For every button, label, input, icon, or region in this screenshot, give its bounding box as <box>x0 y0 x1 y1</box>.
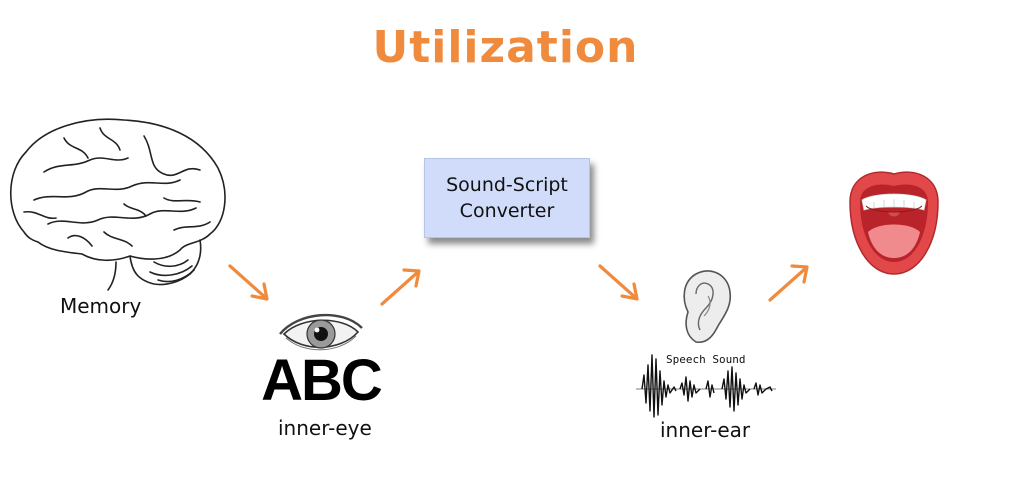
memory-label: Memory <box>60 294 142 318</box>
inner-ear-label: inner-ear <box>660 418 751 442</box>
speech-waveform-icon <box>636 354 776 418</box>
arrow-memory-to-eye <box>228 264 269 301</box>
brain-icon <box>9 118 226 291</box>
eye-icon <box>279 313 363 351</box>
converter-line-1: Sound-Script <box>446 174 568 196</box>
abc-text: ABC <box>261 348 383 413</box>
arrow-ear-to-mouth <box>768 264 809 302</box>
converter-line-2: Converter <box>459 200 555 222</box>
ear-icon <box>683 270 732 344</box>
diagram-title: Utilization <box>372 22 639 73</box>
sound-script-converter-box: Sound-Script Converter <box>424 158 590 238</box>
inner-eye-label: inner-eye <box>278 416 372 440</box>
speech-sound-label: Speech Sound <box>666 353 746 366</box>
mouth-icon <box>849 171 939 275</box>
arrow-converter-to-ear <box>598 264 639 301</box>
arrow-eye-to-converter <box>380 268 421 306</box>
